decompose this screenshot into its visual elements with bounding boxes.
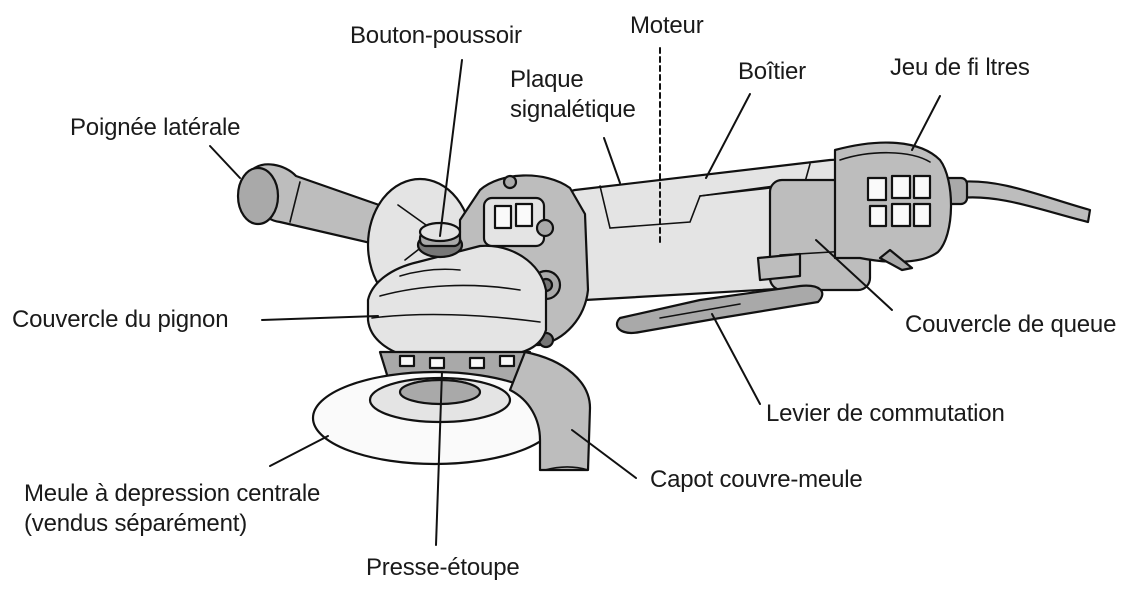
leader-bouton-poussoir [439,59,463,237]
label-meule-line2: (vendus séparément) [24,510,247,537]
label-moteur: Moteur [630,12,704,39]
label-plaque-line1: Plaque [510,66,584,93]
leader-presse [435,371,443,546]
label-jeu-de-filtres: Jeu de fi ltres [890,54,1030,81]
label-couvercle-du-pignon: Couvercle du pignon [12,306,229,333]
leader-levier [711,313,761,405]
wheel-guard [508,350,592,472]
label-presse-etoupe: Presse-étoupe [366,554,520,581]
leader-boitier [705,93,751,179]
label-couvercle-de-queue: Couvercle de queue [905,311,1117,338]
rear-cover [833,141,953,272]
label-capot-couvre-meule: Capot couvre-meule [650,466,863,493]
power-cord [956,180,1092,224]
leader-capot [571,429,637,479]
rear-foot [878,248,914,272]
leader-meule [269,435,329,467]
label-boitier: Boîtier [738,58,806,85]
leader-lines [209,47,941,546]
label-levier-de-commutation: Levier de commutation [766,400,1005,427]
leader-couvercle-queue [815,239,893,311]
motor-housing [556,158,872,302]
leader-poignee [209,145,241,179]
label-bouton-poussoir: Bouton-poussoir [350,22,522,49]
leader-couvercle-pignon [261,315,379,321]
switch-lever [615,252,824,334]
leader-filtres [911,95,941,151]
label-plaque-line2: signalétique [510,96,636,123]
label-poignee-laterale: Poignée latérale [70,114,241,141]
label-meule-line1: Meule à depression centrale [24,480,321,507]
leader-plaque [603,137,621,184]
grinding-wheel [311,370,559,466]
